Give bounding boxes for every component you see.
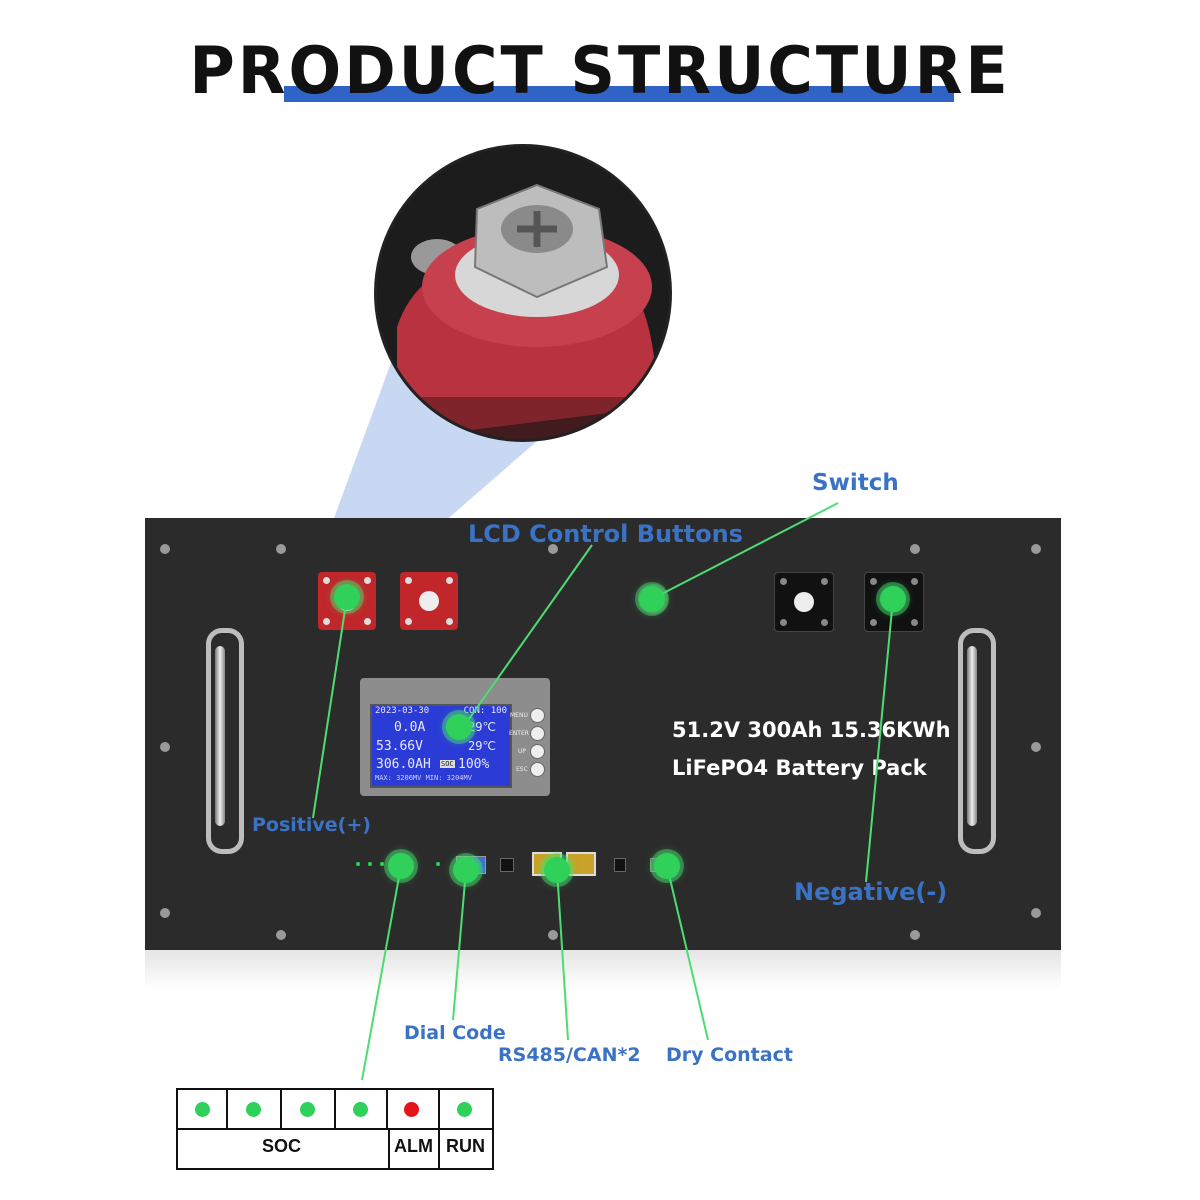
lcd-buttons-marker [446, 714, 472, 740]
dry-contact-leader-line [666, 865, 709, 1041]
page-title: PRODUCT STRUCTURE [189, 32, 1011, 109]
lcd-temp1: 29℃ [468, 720, 496, 734]
panel-screw [910, 544, 920, 554]
soc-leader-line [361, 865, 402, 1081]
legend-run-text: RUN [446, 1136, 485, 1156]
lcd-date: 2023-03-30 [375, 706, 430, 716]
soc-led [356, 862, 360, 866]
aux-port [614, 858, 626, 872]
reset-port [500, 858, 514, 872]
lcd-enter-button[interactable] [530, 726, 545, 741]
spec-line-2: LiFePO4 Battery Pack [672, 756, 927, 780]
lcd-voltage: 53.66V [376, 739, 423, 754]
positive-terminal-2 [400, 572, 458, 630]
dial-leader-line [452, 869, 467, 1021]
rs485-marker [544, 857, 570, 883]
lcd-buttons-label: LCD Control Buttons [468, 520, 743, 548]
legend-cell [228, 1090, 282, 1128]
lcd-menu-button[interactable] [530, 708, 545, 723]
title-underline-bar [284, 86, 954, 102]
rs485-label: RS485/CAN*2 [498, 1044, 641, 1066]
soc-marker [388, 853, 414, 879]
legend-cell [178, 1090, 228, 1128]
switch-marker [639, 586, 665, 612]
panel-screw [276, 544, 286, 554]
legend-alm-cell [390, 1128, 440, 1170]
lcd-up-label: UP [518, 748, 527, 755]
panel-screw [548, 930, 558, 940]
soc-led [368, 862, 372, 866]
panel-screw [160, 742, 170, 752]
lcd-leader-line [463, 544, 593, 727]
positive-leader-line [312, 596, 348, 819]
negative-label: Negative(-) [794, 878, 948, 906]
run-led-dot [457, 1102, 472, 1117]
positive-marker [334, 584, 360, 610]
negative-leader-line [865, 598, 894, 883]
dry-contact-marker [654, 853, 680, 879]
dry-contact-label: Dry Contact [666, 1044, 793, 1066]
panel-screw [1031, 544, 1041, 554]
panel-screw [548, 544, 558, 554]
legend-cell [336, 1090, 388, 1128]
terminal-closeup-image [374, 144, 672, 442]
legend-alm-text: ALM [394, 1136, 433, 1156]
panel-reflection [145, 950, 1061, 990]
left-handle [206, 628, 244, 854]
rs485-leader-line [556, 869, 569, 1041]
panel-screw [276, 930, 286, 940]
legend-cell [388, 1090, 440, 1128]
legend-cell [282, 1090, 336, 1128]
switch-label: Switch [812, 470, 899, 496]
legend-soc-cell [178, 1128, 390, 1170]
soc-led-3-dot [300, 1102, 315, 1117]
panel-screw [1031, 742, 1041, 752]
alm-led-dot [404, 1102, 419, 1117]
right-handle-bar [967, 646, 977, 826]
lcd-minmax: MAX: 3206MV MIN: 3204MV [375, 774, 472, 782]
panel-screw [1031, 908, 1041, 918]
lcd-temp2: 29℃ [468, 739, 496, 753]
negative-terminal-2 [774, 572, 834, 632]
panel-screw [160, 544, 170, 554]
legend-soc-text: SOC [262, 1136, 302, 1156]
run-led [436, 862, 440, 866]
lcd-soc: 100% [458, 757, 490, 772]
switch-leader-line [651, 502, 839, 600]
dial-code-marker [453, 857, 479, 883]
lcd-up-button[interactable] [530, 744, 545, 759]
lcd-esc-label: ESC [516, 766, 528, 773]
lcd-con: CON: 100 [463, 706, 507, 716]
lcd-capacity: 306.0AH [376, 757, 431, 772]
panel-screw [910, 930, 920, 940]
lcd-current: 0.0A [394, 720, 426, 735]
spec-line-1: 51.2V 300Ah 15.36KWh [672, 718, 951, 742]
panel-screw [160, 908, 170, 918]
soc-led [380, 862, 384, 866]
positive-label: Positive(+) [252, 814, 371, 836]
positive-terminal [318, 572, 376, 630]
soc-led-1-dot [195, 1102, 210, 1117]
lcd-enter-label: ENTER [509, 730, 529, 737]
lcd-esc-button[interactable] [530, 762, 545, 777]
soc-led-2-dot [246, 1102, 261, 1117]
right-handle [958, 628, 996, 854]
led-legend-table: SOC ALM RUN [176, 1088, 494, 1170]
lcd-soc-tag: SOC [440, 760, 455, 768]
left-handle-bar [215, 646, 225, 826]
lcd-menu-label: MENU [510, 712, 528, 719]
lcd-screen: 2023-03-30 CON: 100 0.0A 29℃ 53.66V 29℃ … [370, 704, 512, 788]
dial-code-label: Dial Code [404, 1022, 506, 1044]
legend-run-cell [440, 1128, 492, 1170]
soc-led-4-dot [353, 1102, 368, 1117]
negative-marker [880, 586, 906, 612]
